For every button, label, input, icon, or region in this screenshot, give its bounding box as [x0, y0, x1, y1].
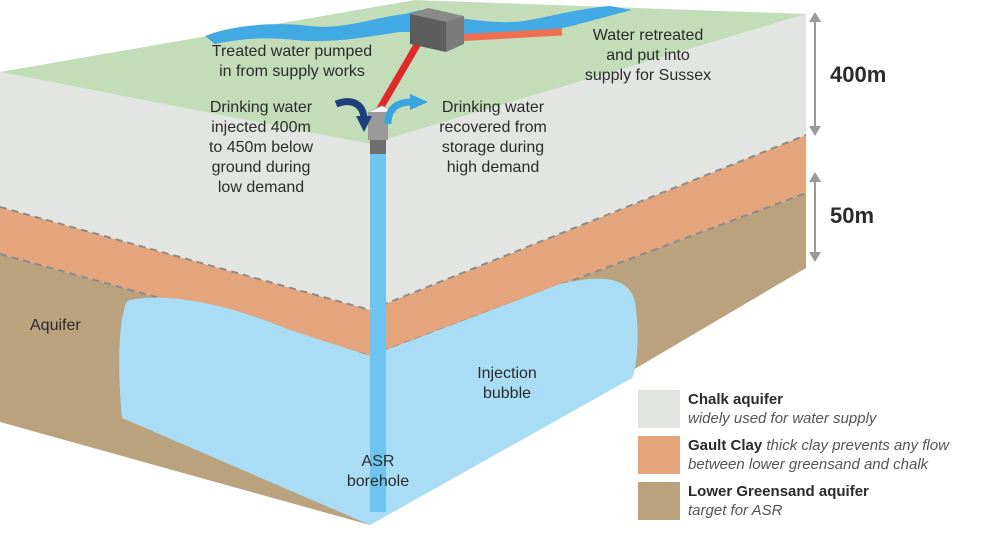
- legend-item-gault-clay: Gault Clay thick clay prevents any flow …: [638, 436, 998, 480]
- depth-label-50m: 50m: [830, 203, 875, 228]
- legend-item-chalk: Chalk aquifer widely used for water supp…: [638, 390, 998, 434]
- legend-desc-inline-gault-clay: thick clay prevents any flow: [762, 437, 949, 454]
- legend-desc-greensand: target for ASR: [688, 502, 783, 519]
- injection-arrowhead-icon: [356, 116, 372, 132]
- legend-swatch-gault-clay: [638, 436, 680, 474]
- legend-desc-chalk: widely used for water supply: [688, 410, 877, 427]
- legend-title-gault-clay: Gault Clay: [688, 437, 763, 454]
- legend-swatch-greensand: [638, 482, 680, 520]
- legend-text-chalk: Chalk aquifer widely used for water supp…: [688, 390, 876, 428]
- label-aquifer: Aquifer: [30, 317, 81, 334]
- depth-label-400m: 400m: [830, 62, 887, 87]
- label-injection-bubble: Injection bubble: [477, 365, 537, 402]
- asr-borehole-shaft: [370, 140, 386, 512]
- pump-station-front: [410, 14, 446, 52]
- depth-arrow-400m: [809, 12, 821, 136]
- legend-text-gault-clay: Gault Clay thick clay prevents any flow …: [688, 436, 949, 474]
- recovery-arrow-icon: [384, 98, 413, 125]
- depth-arrow-50m: [809, 172, 821, 262]
- label-injected: Drinking water injected 400m to 450m bel…: [208, 99, 314, 196]
- pump-station-side: [446, 16, 464, 52]
- recovery-arrowhead-icon: [410, 94, 428, 110]
- wellhead-body: [368, 112, 388, 140]
- legend-title-chalk: Chalk aquifer: [688, 391, 784, 408]
- label-treated-water: Treated water pumped in from supply work…: [211, 43, 373, 80]
- legend-item-greensand: Lower Greensand aquifer target for ASR: [638, 482, 998, 526]
- legend-text-greensand: Lower Greensand aquifer target for ASR: [688, 482, 869, 520]
- label-recovered: Drinking water recovered from storage du…: [439, 99, 547, 176]
- legend-swatch-chalk: [638, 390, 680, 428]
- legend-desc-gault-clay: between lower greensand and chalk: [688, 456, 929, 473]
- pump-station-top: [410, 8, 464, 22]
- borehole-cap: [370, 140, 386, 154]
- label-water-retreated: Water retreated and put into supply for …: [584, 27, 712, 84]
- outflow-pipe: [454, 28, 563, 42]
- chalk-layer: [0, 14, 806, 310]
- label-asr-borehole: ASR borehole: [346, 453, 410, 490]
- legend-title-greensand: Lower Greensand aquifer: [688, 483, 869, 500]
- gault-clay-layer: [0, 135, 806, 356]
- inflow-pipe: [374, 38, 424, 114]
